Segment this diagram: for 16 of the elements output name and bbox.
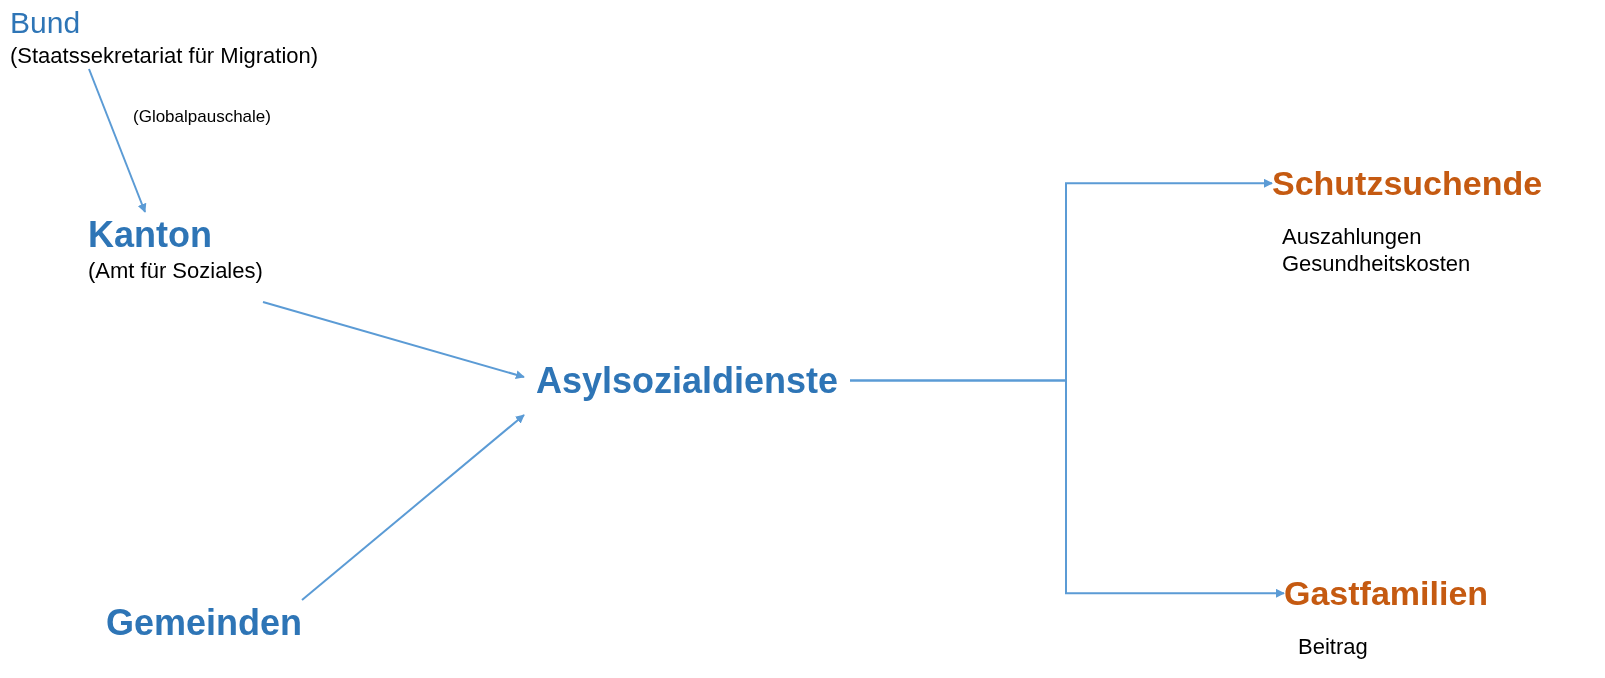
node-note: Beitrag bbox=[1298, 632, 1368, 660]
edge-label: (Globalpauschale) bbox=[133, 107, 271, 127]
node-title: Gemeinden bbox=[106, 601, 303, 645]
node-note: (Amt für Soziales) bbox=[88, 257, 263, 285]
node-note: Auszahlungen bbox=[1282, 222, 1422, 250]
node-note: Gesundheitskosten bbox=[1282, 250, 1471, 278]
node-note: (Staatssekretariat für Migration) bbox=[10, 41, 319, 69]
node-title: Bund bbox=[10, 5, 81, 41]
node-title: Schutzsuchende bbox=[1272, 163, 1543, 204]
arrow bbox=[849, 379, 1285, 598]
arrow bbox=[88, 68, 147, 213]
arrow bbox=[262, 301, 525, 380]
node-title: Kanton bbox=[88, 213, 212, 257]
arrow bbox=[301, 414, 525, 601]
node-title: Gastfamilien bbox=[1284, 573, 1489, 614]
node-title: Asylsozialdienste bbox=[536, 359, 839, 403]
